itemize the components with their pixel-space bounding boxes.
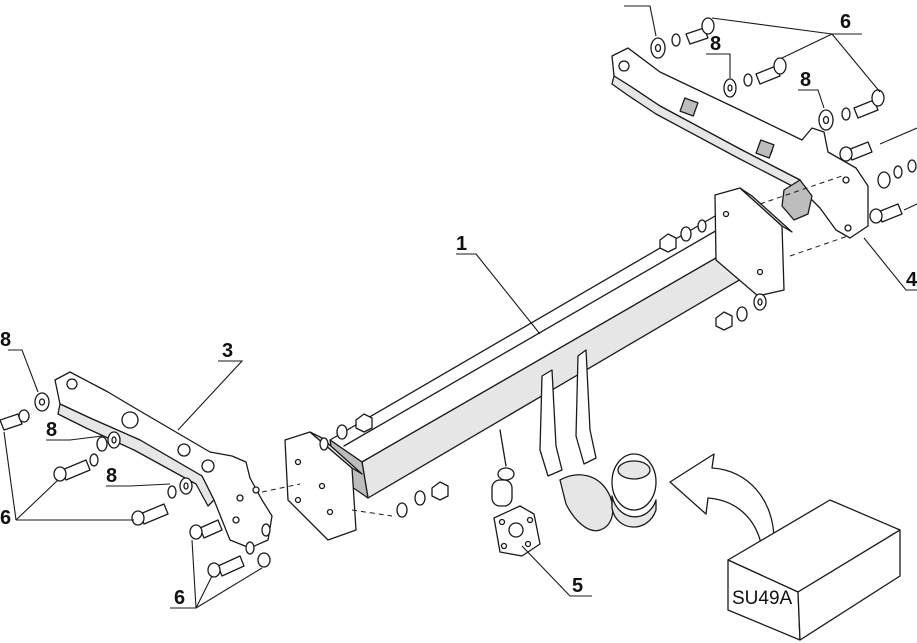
left-bolts: [0, 392, 449, 578]
callout-washer-left-1: 8: [0, 329, 11, 351]
callout-bolts-left-bottom: 6: [174, 587, 185, 609]
callout-washer-left-2: 8: [46, 419, 57, 441]
tow-ball-assembly: [491, 349, 657, 557]
arrow-icon: [669, 453, 775, 549]
alignment-lines: [261, 175, 849, 517]
callout-tow-ball: 5: [572, 575, 583, 597]
callout-left-bracket: 3: [222, 340, 233, 362]
beam-left-plate: [284, 431, 363, 541]
callout-bolts-left-top: 6: [0, 507, 11, 529]
left-bracket: [54, 371, 273, 549]
right-bolts: [650, 17, 917, 331]
leader-lines: [3, 5, 917, 609]
callout-right-bracket: 4: [906, 269, 917, 291]
callout-labels: 1 3 5 4 6 6 6 8 8 8 8 8: [0, 11, 917, 609]
part-box: SU49A: [727, 499, 901, 641]
callout-washer-left-3: 8: [106, 465, 117, 487]
callout-washer-right-2: 8: [800, 69, 811, 91]
beam-right-plate: [714, 187, 793, 297]
callout-main-beam: 1: [456, 233, 467, 255]
part-code-label: SU49A: [732, 588, 793, 609]
callout-washer-right-1: 8: [710, 33, 721, 55]
callout-bolts-right: 6: [840, 11, 851, 33]
